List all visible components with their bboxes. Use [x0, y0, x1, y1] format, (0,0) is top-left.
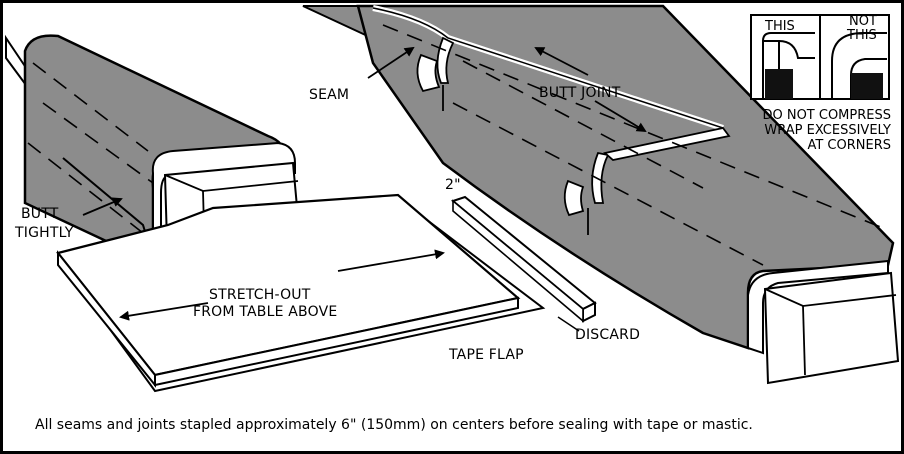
inset-note-2: WRAP EXCESSIVELY [764, 123, 891, 138]
tape-flap-label: TAPE FLAP [448, 347, 524, 363]
flat-insulation-board [56, 193, 546, 393]
butt-tightly-leader [82, 197, 123, 216]
duct-corner-block-bad [851, 73, 883, 99]
inset-this-label: THIS [764, 19, 795, 34]
stretch-out-label-2: FROM TABLE ABOVE [193, 304, 337, 320]
inset-note-1: DO NOT COMPRESS [762, 108, 891, 123]
duct-wrap-illustration: SEAM BUTT JOINT BUTT TIGHTLY STRETCH-OUT… [5, 4, 900, 393]
two-inch-label: 2" [445, 177, 461, 193]
discard-label: DISCARD [575, 327, 640, 343]
right-insulated-duct [302, 4, 900, 385]
butt-tightly-label-2: TIGHTLY [14, 225, 74, 241]
seam-label: SEAM [309, 87, 349, 103]
butt-joint-label: BUTT JOINT [539, 85, 621, 101]
butt-tightly-label-1: BUTT [21, 206, 59, 222]
inset-note-3: AT CORNERS [807, 138, 891, 153]
inset-not-label: NOT [849, 14, 877, 29]
discard-strip [450, 195, 597, 332]
corner-wrap-inset [750, 14, 890, 100]
caption-text: All seams and joints stapled approximate… [35, 417, 753, 433]
stretch-out-label-1: STRETCH-OUT [209, 287, 311, 303]
inset-not-this-label: THIS [846, 28, 877, 43]
duct-corner-block-good [765, 69, 793, 99]
